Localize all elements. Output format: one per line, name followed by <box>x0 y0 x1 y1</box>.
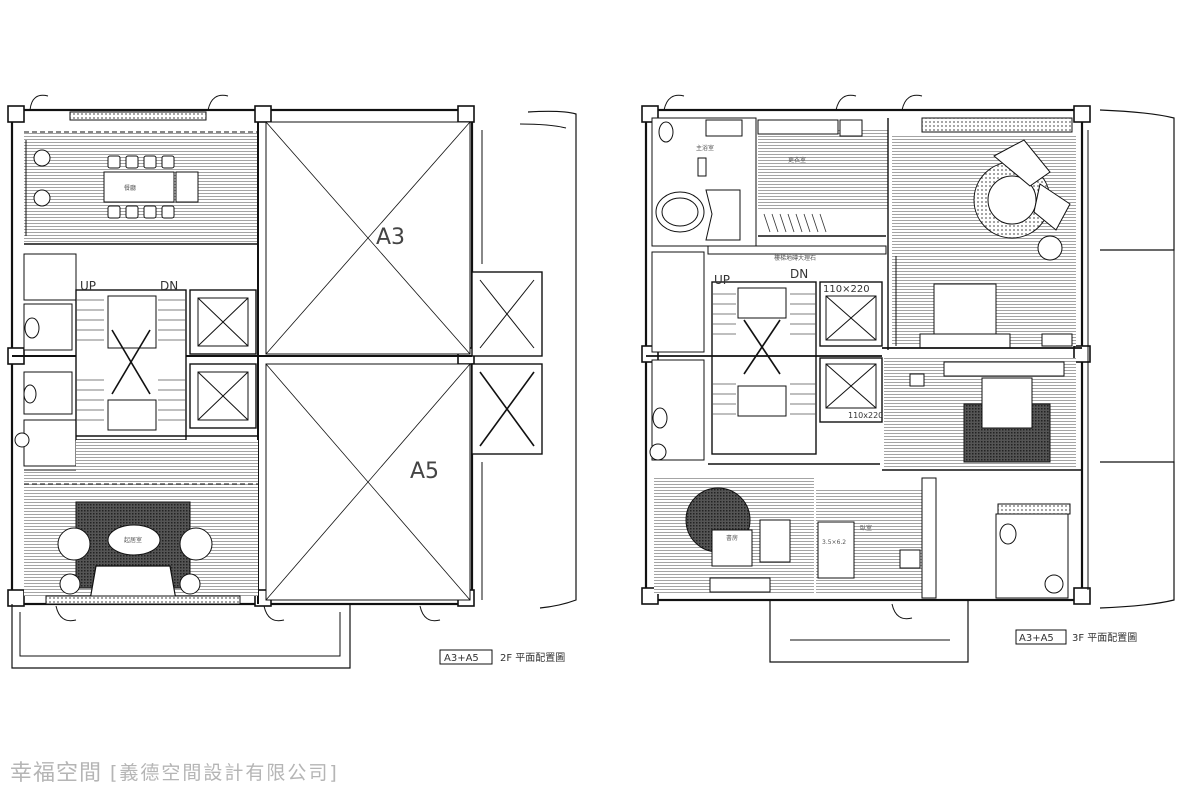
2f-living-label: 起居室 <box>124 536 142 544</box>
2f-window-top <box>69 111 207 121</box>
3f-master-bed <box>933 283 997 337</box>
2f-column <box>7 589 25 607</box>
watermark: 幸福空間 [義德空間設計有限公司] <box>10 757 339 786</box>
plan-3f: 主浴室 更衣室 樓梯地磚大理石 <box>641 94 1175 663</box>
2f-title-box-text: A3+A5 <box>444 653 479 664</box>
3f-plan-title: 3F 平面配置圖 <box>1072 632 1137 644</box>
watermark-company: [義德空間設計有限公司] <box>110 761 339 784</box>
3f-walk-in-closet <box>758 130 888 210</box>
2f-column <box>7 105 25 123</box>
2f-coffee-table <box>107 524 161 556</box>
2f-dining-table <box>103 171 175 203</box>
2f-dining-label: 餐廳 <box>124 184 136 192</box>
3f-staircase: UP DN <box>711 267 817 455</box>
3f-elevator-dim-bottom: 110x220 <box>848 411 883 420</box>
3f-title-box <box>1015 629 1067 645</box>
2f-plan-title: 2F 平面配置圖 <box>500 652 565 664</box>
3f-bed-size: 3.5×6.2 <box>822 539 846 546</box>
watermark-brand: 幸福空間 <box>10 761 103 786</box>
3f-master-bath-label: 主浴室 <box>696 144 714 152</box>
3f-study-label: 書房 <box>726 534 738 542</box>
2f-unit-a5-label: A5 <box>410 459 439 484</box>
3f-floor-note: 樓梯地磚大理石 <box>774 254 816 262</box>
2f-elevators <box>189 289 257 429</box>
2f-unit-a3-label: A3 <box>376 225 405 250</box>
3f-stair-up: UP <box>714 273 730 287</box>
2f-column <box>457 105 475 123</box>
2f-staircase: UP DN <box>75 279 187 441</box>
plan-2f: 餐廳 UP DN <box>7 94 577 669</box>
3f-closet-label: 更衣室 <box>788 156 806 164</box>
3f-stair-down: DN <box>790 267 808 281</box>
2f-column <box>254 105 272 123</box>
2f-dining-chairs <box>107 155 175 219</box>
2f-title-box <box>439 649 493 665</box>
3f-title-box-text: A3+A5 <box>1019 633 1054 644</box>
3f-elevator-dim-top: 110×220 <box>823 284 870 295</box>
3f-elevators: 110×220 110x220 <box>819 281 883 423</box>
3f-bedroom-label: 臥室 <box>860 524 872 532</box>
2f-stair-up: UP <box>80 279 96 293</box>
2f-stair-down: DN <box>160 279 178 293</box>
3f-bed-3 <box>817 521 855 579</box>
